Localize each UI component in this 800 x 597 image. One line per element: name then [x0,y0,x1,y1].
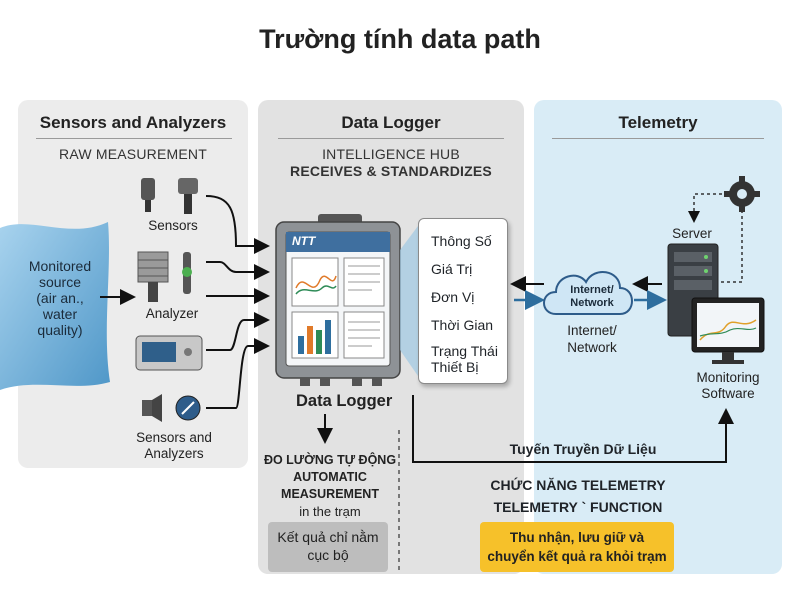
arrow-sensor-2 [206,261,270,280]
server-label: Server [672,226,712,241]
arrow-sensor-5 [206,338,270,409]
analyzer-device-icon [135,335,203,371]
page-title: Trường tính data path [259,24,541,54]
sensor-cylinder-icon [178,178,198,214]
monitor-icon [691,297,765,364]
auto-line: MEASUREMENT [281,487,379,501]
monitored-source-label: Monitored source (air an., water quality… [6,258,114,338]
speaker-sensor-icon [142,394,162,422]
auto-line: AUTOMATIC [293,470,367,484]
transmission-path-label: Tuyến Truyền Dữ Liệu [509,441,657,457]
telemetry-result-box: Thu nhận, lưu giữ và chuyển kết quả ra k… [480,522,674,572]
source-line: Monitored [28,258,92,274]
auto-line: ĐO LƯỜNG TỰ ĐỘNG [263,453,397,467]
sensors-analyzers-label: Sensors and Analyzers [118,430,230,462]
telemetry-divider [552,138,764,139]
monitoring-software-label: Monitoring Software [680,370,776,402]
sensors-label: Sensors [148,218,198,233]
sensors-header: Sensors and Analyzers [39,113,227,132]
param-item: Đơn Vị [431,289,475,305]
sensors-divider [36,138,232,139]
source-line: water [42,306,78,322]
function-line: TELEMETRY ` FUNCTION [493,499,663,515]
logger-header: Data Logger [341,113,441,132]
param-item: Thiết Bị [431,359,479,375]
result-line: chuyển kết quả ra khỏi trạm [487,549,667,564]
source-line: quality) [37,322,83,338]
function-line: CHỨC NĂNG TELEMETRY [490,477,666,493]
arrow-sensor-1 [205,195,270,254]
param-item: Thông Số [431,233,492,249]
param-item: Trạng Thái [431,343,498,359]
parameter-box: Thông Số Giá Trị Đơn Vị Thời Gian Trạng … [418,218,508,384]
cloud-line: Internet/ [570,284,614,296]
logger-subheader-2: RECEIVES & STANDARDIZES [290,163,492,179]
compass-sensor-icon [175,395,201,421]
logger-device-label: Data Logger [296,392,393,410]
arrow-sensor-4 [206,312,270,351]
parameter-beam [400,226,418,376]
analyzer-gauge-icon [182,252,192,294]
sensor-probe-icon [141,178,155,212]
param-item: Giá Trị [431,261,473,277]
monitor-line: Monitoring [696,370,760,385]
local-line: Kết quả chỉ nằm [277,529,379,545]
source-line: (air an., [36,290,84,306]
result-line: Thu nhận, lưu giữ và [509,530,645,545]
source-line: source [38,274,82,290]
cloud-label: Internet/ Network [552,284,632,310]
dotted-gear-server [688,193,728,223]
logger-subheader-1: INTELLIGENCE HUB [322,146,460,162]
auto-line: in the trạm [299,504,361,519]
cloud-line: Network [570,297,614,309]
cloud-icon [543,271,633,315]
data-logger-device-icon [275,214,401,386]
water-source-shape [0,222,110,390]
network-line: Network [567,340,617,355]
local-line: cục bộ [307,547,349,563]
sensors-subheader: RAW MEASUREMENT [59,146,207,162]
local-result-box: Kết quả chỉ nằm cục bộ [268,522,388,572]
param-item: Thời Gian [431,317,494,333]
logger-screen-brand: NTT [292,234,316,248]
sensors-analyzers-text: Sensors and Analyzers [136,430,212,461]
logger-divider [278,138,504,139]
network-label: Internet/ Network [544,322,640,356]
monitor-line: Software [701,386,755,401]
transmission-path-line [412,395,734,463]
dotted-gear-monitor [720,210,743,283]
analyzer-label: Analyzer [145,306,199,321]
network-line: Internet/ [567,323,617,338]
gear-icon [724,176,760,212]
telemetry-header: Telemetry [618,113,698,132]
analyzer-shelter-icon [137,251,169,302]
auto-measurement-label: ĐO LƯỜNG TỰ ĐỘNG AUTOMATIC MEASUREMENT i… [260,452,400,520]
telemetry-function-label: CHỨC NĂNG TELEMETRY TELEMETRY ` FUNCTION [458,474,698,518]
